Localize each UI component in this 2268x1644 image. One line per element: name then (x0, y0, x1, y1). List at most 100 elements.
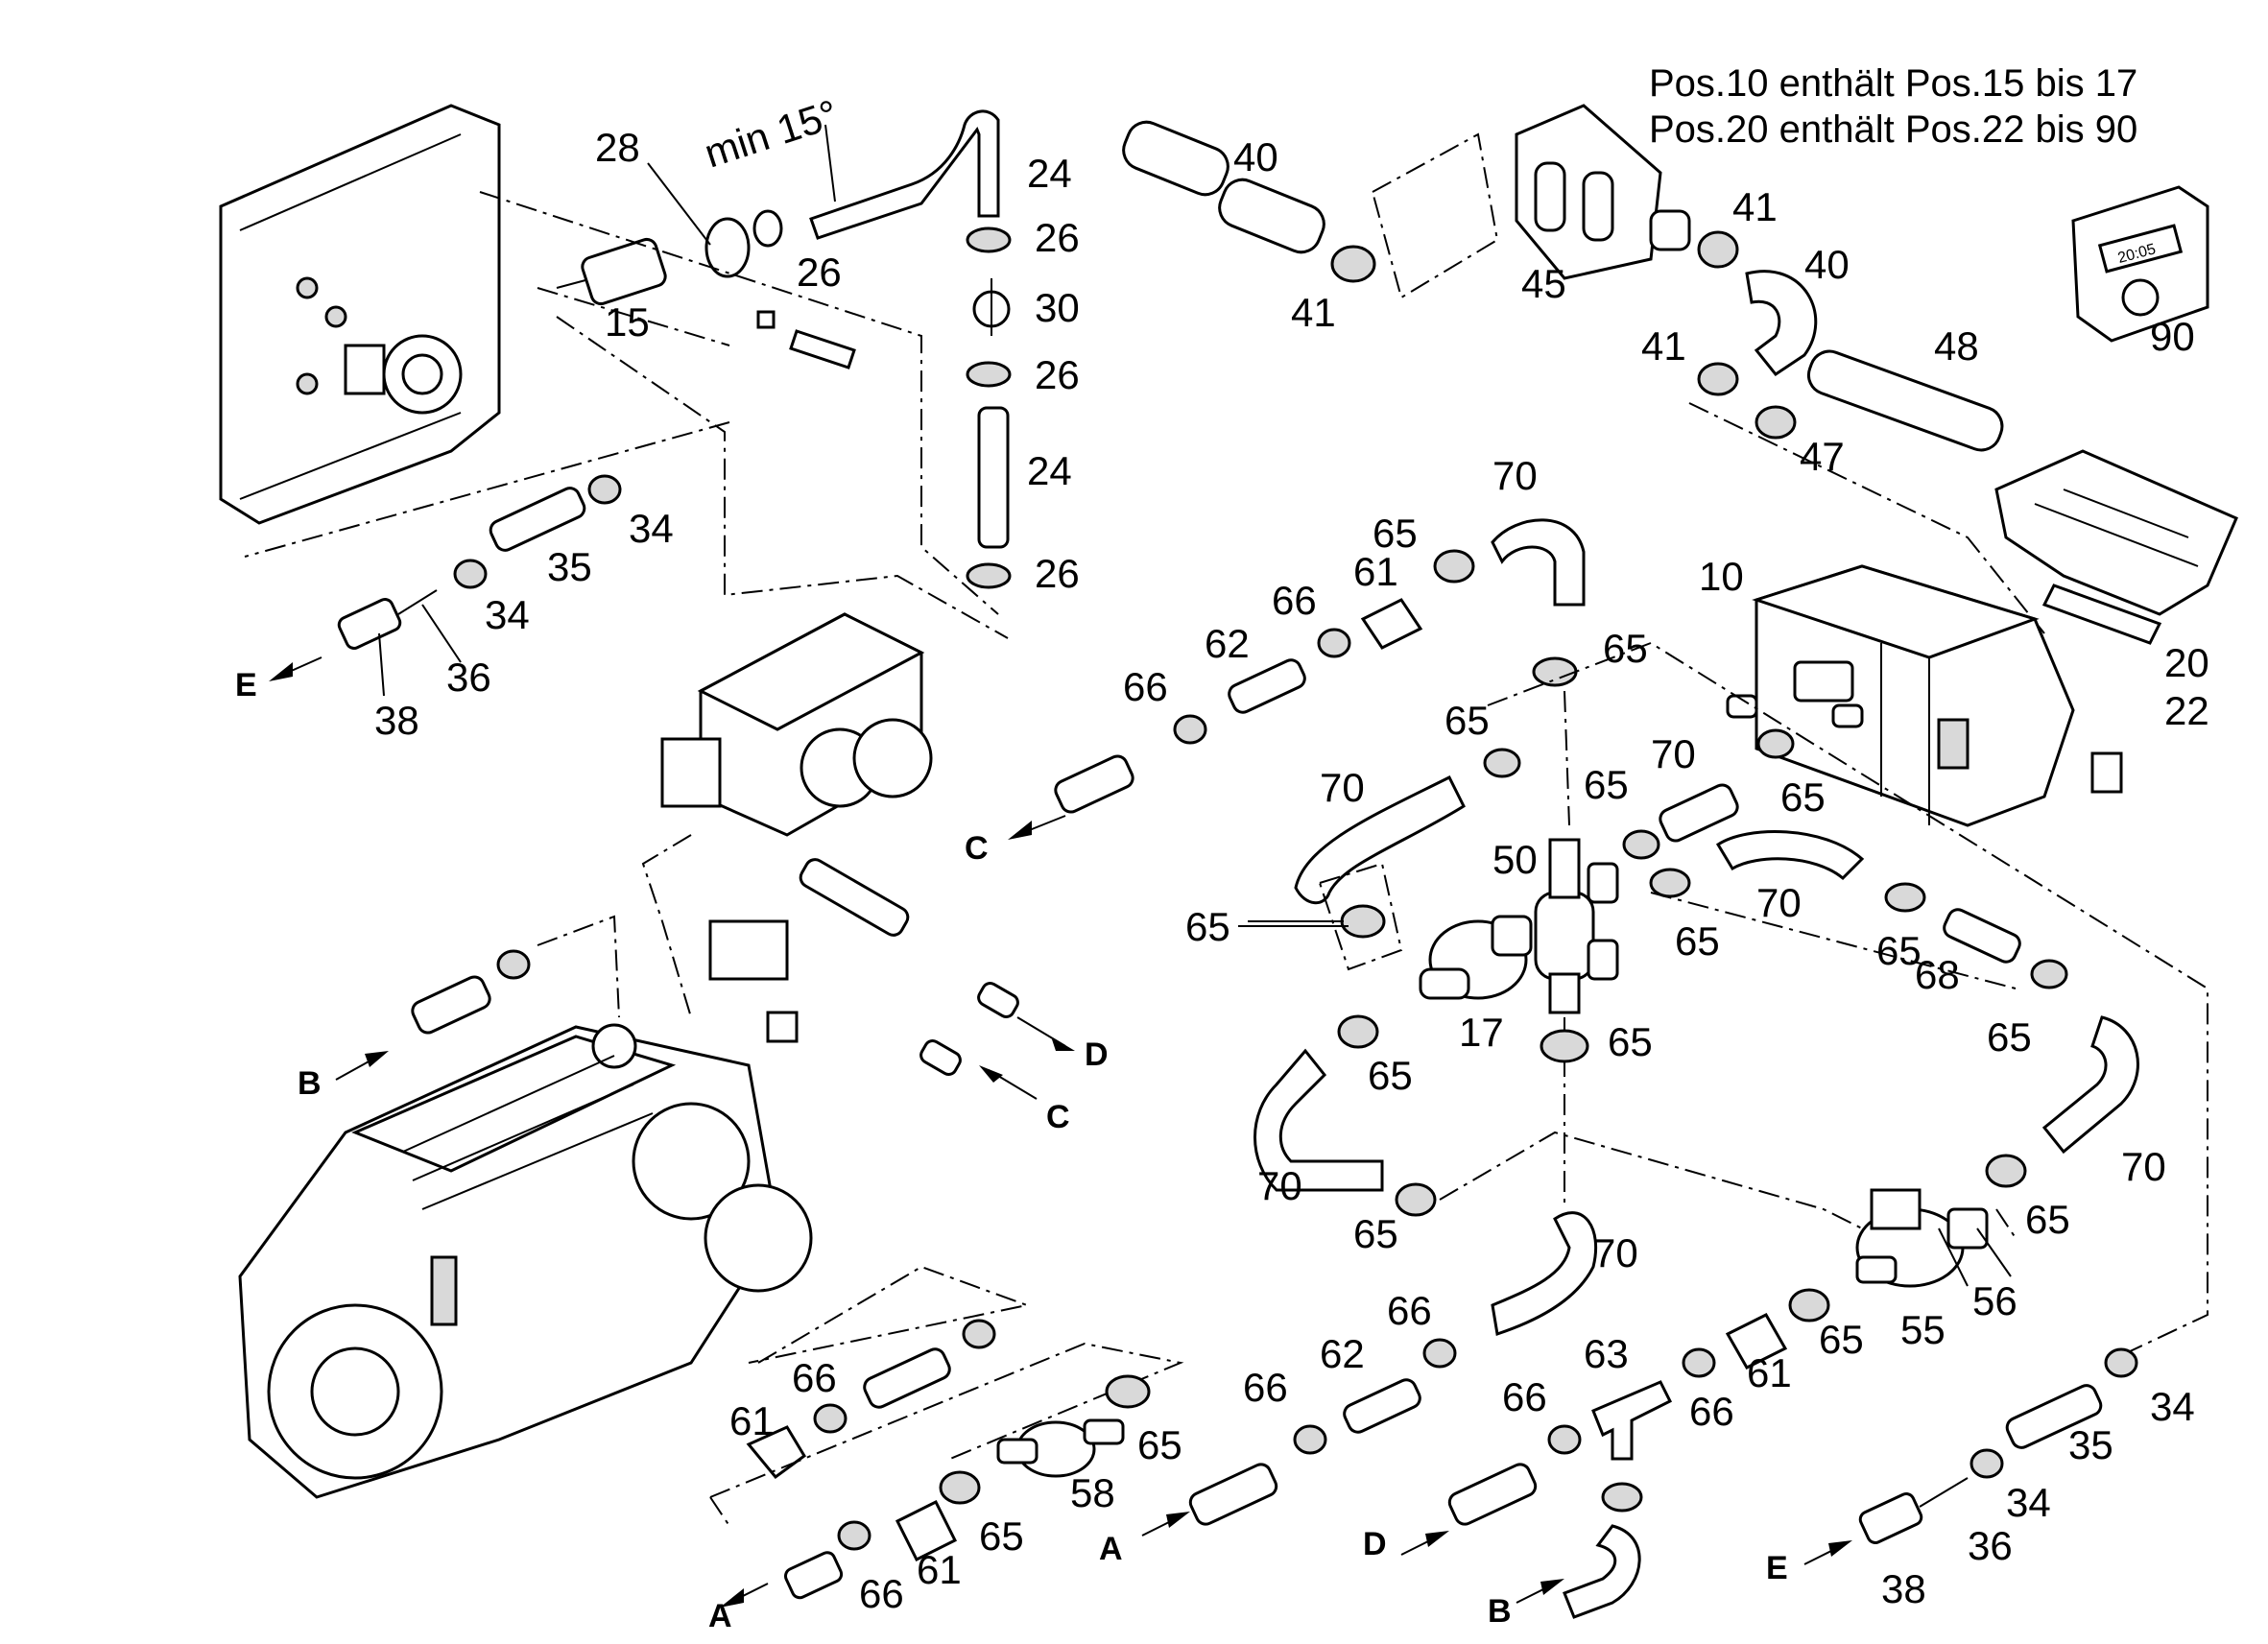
clamp-34-upper (587, 474, 622, 505)
clamp-65-loop (1483, 748, 1521, 778)
label-65-a: 65 (1373, 511, 1418, 556)
sleeve-38-right (1858, 1492, 1923, 1544)
connector-b-left: B (298, 1065, 322, 1102)
bolt (789, 329, 856, 369)
heater-10 (1752, 564, 2123, 827)
pipe-36-left (397, 589, 438, 615)
t-piece-50 (1534, 838, 1619, 1014)
connector-c-upper: C (965, 830, 989, 867)
clamp-34-right2 (1970, 1448, 2004, 1479)
label-65-k: 65 (1987, 1014, 2032, 1060)
label-61-top: 61 (1353, 549, 1398, 594)
label-30: 30 (1035, 285, 1080, 330)
label-66-h: 66 (1689, 1389, 1734, 1434)
label-66-f: 66 (1243, 1365, 1288, 1410)
hose-b-right (1563, 1524, 1641, 1619)
hose-c-right (1054, 754, 1134, 814)
label-65-c: 65 (1444, 698, 1490, 743)
clamp-66-bottom2 (1293, 1424, 1327, 1455)
label-62-top: 62 (1205, 621, 1250, 666)
hose-70-right-short (1659, 783, 1739, 843)
valve-58 (996, 1418, 1125, 1478)
label-70-d: 70 (1756, 880, 1802, 925)
label-35-left: 35 (547, 544, 592, 589)
label-17: 17 (1459, 1010, 1504, 1055)
note-pos20: Pos.20 enthält Pos.22 bis 90 (1649, 108, 2137, 151)
label-28: 28 (595, 125, 640, 170)
label-26-c: 26 (1035, 352, 1080, 397)
fuel-line-upper (809, 109, 1000, 240)
engine (238, 1023, 813, 1499)
label-48: 48 (1934, 323, 1979, 369)
label-38-right: 38 (1881, 1566, 1926, 1611)
nut (756, 310, 776, 329)
hose-66-left (863, 1347, 951, 1409)
clamp-41-lower (1697, 362, 1739, 396)
label-34-b: 34 (485, 592, 530, 637)
pipe-62-bottom (1343, 1378, 1421, 1434)
connector-d-right: D (1363, 1526, 1387, 1562)
pipe-68 (1943, 908, 2021, 964)
exhaust-hose-40-right (1745, 270, 1818, 377)
label-58: 58 (1070, 1470, 1115, 1515)
label-66-e: 66 (1387, 1288, 1432, 1333)
label-70-f: 70 (2121, 1144, 2166, 1189)
label-41-b: 41 (1732, 184, 1778, 229)
exhaust-pipe-48 (1806, 349, 2004, 452)
label-leaders (378, 162, 2012, 1287)
label-24-lower: 24 (1027, 448, 1072, 493)
silencer-45 (1515, 104, 1691, 280)
label-66-g: 66 (1502, 1374, 1547, 1419)
fuel-line-lower (977, 406, 1010, 549)
label-56: 56 (1972, 1278, 2017, 1323)
clamp-66-t3 (1601, 1482, 1643, 1513)
label-61-left: 61 (729, 1398, 775, 1443)
label-65-o: 65 (1137, 1422, 1182, 1467)
pipe-d-upper (799, 858, 910, 937)
angle-label: min 15° (699, 91, 843, 177)
label-61-lower: 61 (917, 1547, 962, 1592)
label-26-b: 26 (797, 250, 842, 295)
label-65-i: 65 (1608, 1019, 1653, 1064)
connector-e-left: E (235, 667, 257, 703)
label-65-g: 65 (1675, 918, 1720, 964)
pump-holder (704, 209, 783, 278)
label-70-g: 70 (1593, 1230, 1638, 1275)
label-65-n: 65 (1819, 1317, 1864, 1362)
pipe-62-top (1228, 658, 1306, 714)
clamp-65-right4 (1884, 882, 1926, 913)
label-65-m: 65 (2025, 1197, 2070, 1242)
label-24-upper: 24 (1027, 151, 1072, 196)
angle-arrow (824, 124, 836, 203)
label-34-d: 34 (2006, 1480, 2051, 1525)
label-34-a: 34 (629, 506, 674, 551)
label-62-bottom: 62 (1320, 1331, 1365, 1376)
valve-55 (1855, 1188, 1989, 1288)
clamp-65-t2 (1540, 1029, 1589, 1063)
label-45: 45 (1521, 261, 1566, 306)
label-41-a: 41 (1291, 290, 1336, 335)
label-65-e: 65 (1780, 774, 1826, 820)
connector-a-left: A (708, 1598, 732, 1634)
hose-70-right-arc (1715, 829, 1865, 881)
pipe-36-right (1919, 1477, 1969, 1508)
label-90: 90 (2150, 314, 2195, 359)
clamp-65-right1 (1622, 829, 1660, 860)
label-10: 10 (1699, 554, 1744, 599)
connector-b-right: B (1488, 1593, 1512, 1630)
clamp-41-right (1697, 230, 1739, 269)
label-26-d: 26 (1035, 551, 1080, 596)
label-36-right: 36 (1968, 1523, 2013, 1568)
clamp-66-left (813, 1403, 848, 1434)
clamp-65-t1 (1532, 656, 1578, 687)
reducer-61-top (1360, 598, 1423, 650)
clamp-41-left (1330, 245, 1376, 283)
label-65-d: 65 (1584, 762, 1629, 807)
hose-a-left (783, 1551, 844, 1600)
note-pos10: Pos.10 enthält Pos.15 bis 17 (1649, 62, 2137, 105)
plug (766, 1011, 799, 1043)
label-61-right: 61 (1747, 1350, 1792, 1395)
clamp-65-engine (1105, 1374, 1151, 1409)
label-65-f: 65 (1185, 904, 1230, 949)
